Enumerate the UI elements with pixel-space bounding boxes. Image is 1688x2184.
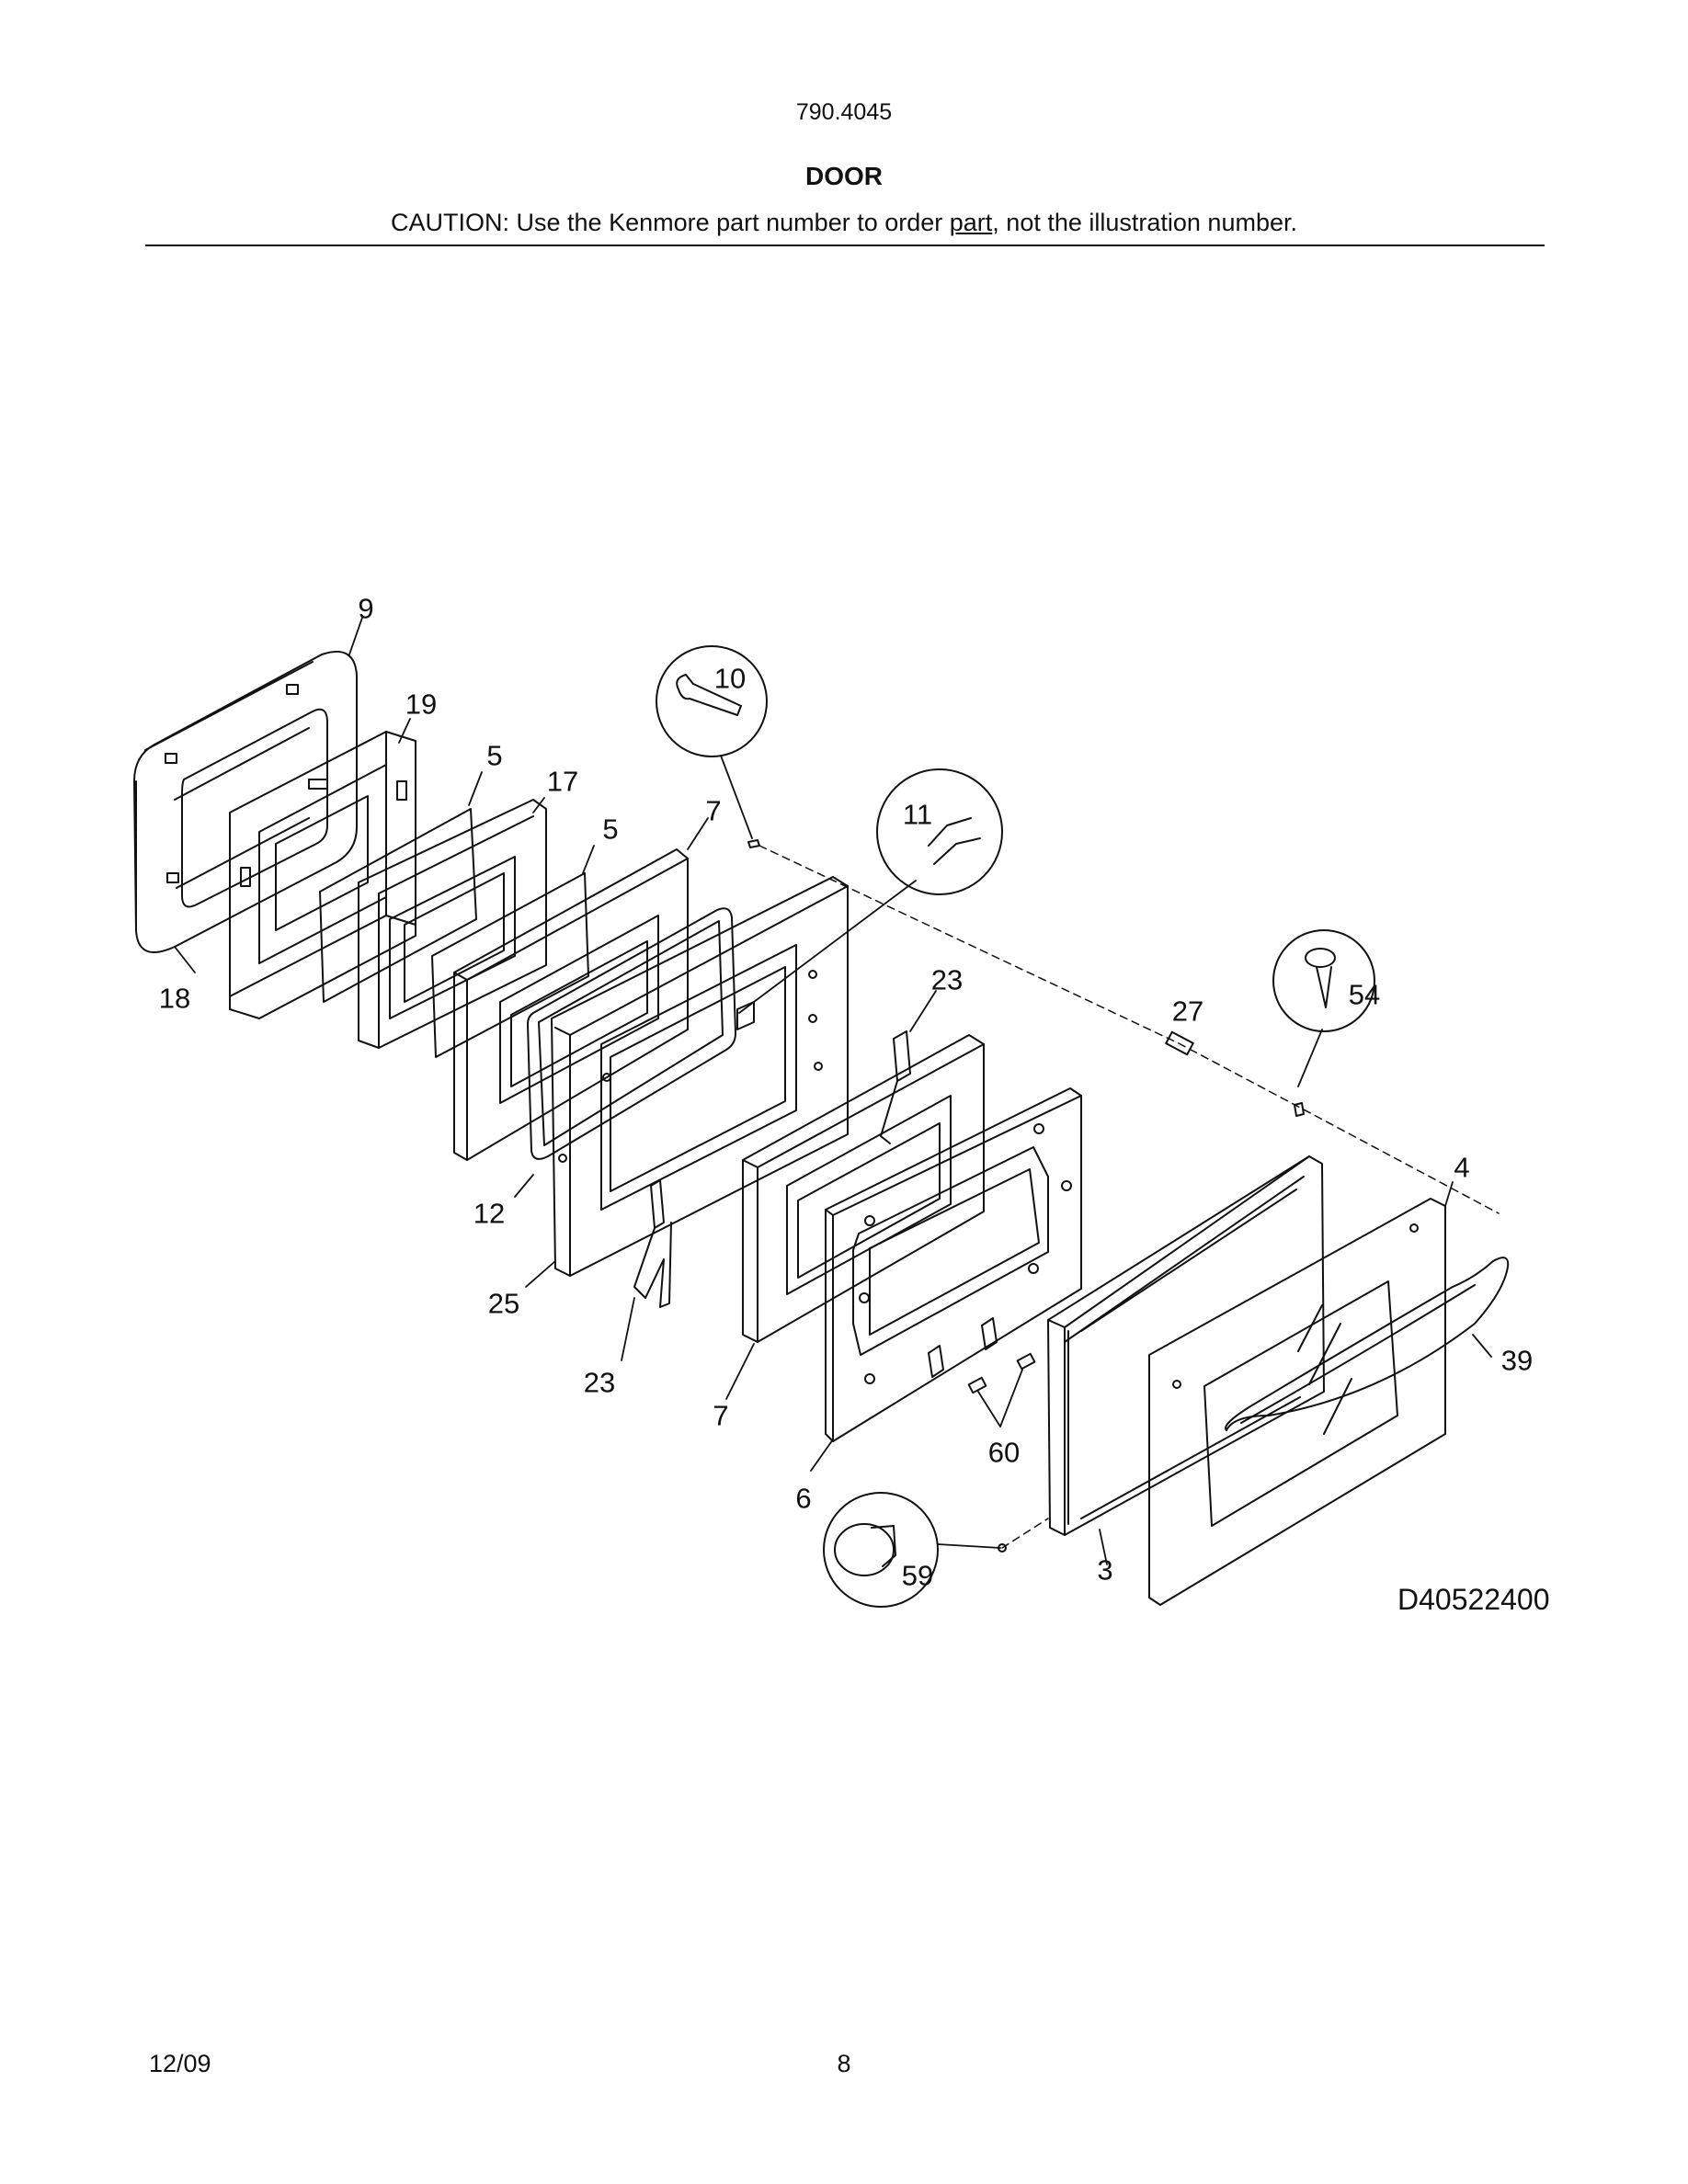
part-10-screw: [747, 839, 760, 848]
callout-7-lower: 7: [713, 1399, 729, 1432]
header-rule: [145, 245, 1545, 246]
callout-18: 18: [158, 982, 191, 1015]
caution-note: CAUTION: Use the Kenmore part number to …: [0, 209, 1688, 237]
part-6-door-frame: [825, 1087, 1082, 1442]
callout-12: 12: [473, 1197, 506, 1230]
callout-4: 4: [1454, 1151, 1470, 1184]
callout-59: 59: [901, 1559, 934, 1592]
callout-54: 54: [1348, 978, 1381, 1011]
callout-19: 19: [405, 688, 438, 721]
page-title: DOOR: [805, 162, 883, 190]
callout-39: 39: [1500, 1344, 1534, 1377]
callout-10: 10: [713, 662, 747, 695]
drawing-number: D40522400: [1397, 1583, 1550, 1616]
assembly-lines: [758, 845, 1500, 1549]
callout-7-upper: 7: [705, 794, 722, 827]
callout-11: 11: [902, 798, 933, 831]
detail-circle-11: [876, 768, 1003, 895]
part-60-spacers: [967, 1352, 1036, 1394]
footer-date: 12/09: [149, 2050, 211, 2077]
header-model-number: 790.4045: [795, 99, 893, 125]
callout-17: 17: [546, 765, 579, 798]
callout-5-upper: 5: [486, 739, 503, 772]
callout-60: 60: [987, 1436, 1021, 1469]
caution-text-start: CAUTION: Use the Kenmore part number to …: [391, 209, 950, 236]
part-3-outer-frame: [1047, 1155, 1325, 1536]
callout-5-lower: 5: [602, 813, 619, 846]
part-4-outer-glass: [1148, 1198, 1446, 1606]
detail-circle-54: [1272, 929, 1375, 1032]
callout-9: 9: [358, 592, 374, 625]
caution-text-underlined: part: [949, 209, 993, 236]
footer-page-number: 8: [837, 2050, 851, 2077]
part-5-glass-panel-2: [431, 872, 589, 1058]
caution-text-end: , not the illustration number.: [992, 209, 1297, 236]
part-54-screw: [1294, 1102, 1305, 1117]
part-19-retainer: [229, 731, 416, 1019]
callout-23-lower: 23: [583, 1366, 616, 1399]
part-5-glass-panel-1: [319, 808, 477, 1003]
part-23-hinge-receiver-upper: [880, 1030, 911, 1144]
part-7-insulation-front: [742, 1034, 985, 1343]
part-11-bracket: [736, 1001, 755, 1030]
detail-circle-59: [823, 1492, 939, 1608]
part-25-inner-liner: [551, 876, 849, 1277]
callout-25: 25: [487, 1287, 520, 1320]
part-9-rear-panel: [133, 650, 358, 953]
callout-3: 3: [1097, 1553, 1113, 1587]
part-23-hinge-receiver-lower: [633, 1179, 672, 1308]
leader-lines: [174, 617, 1492, 1565]
part-12-gasket: [527, 907, 736, 1160]
callout-6: 6: [795, 1482, 812, 1515]
part-39-handle: [1225, 1257, 1510, 1431]
part-7-insulation-rear: [453, 848, 689, 1161]
callout-23-upper: 23: [930, 963, 964, 996]
detail-circle-10: [656, 645, 768, 757]
callout-27: 27: [1171, 995, 1204, 1028]
part-17-glass-frame: [358, 799, 547, 1049]
